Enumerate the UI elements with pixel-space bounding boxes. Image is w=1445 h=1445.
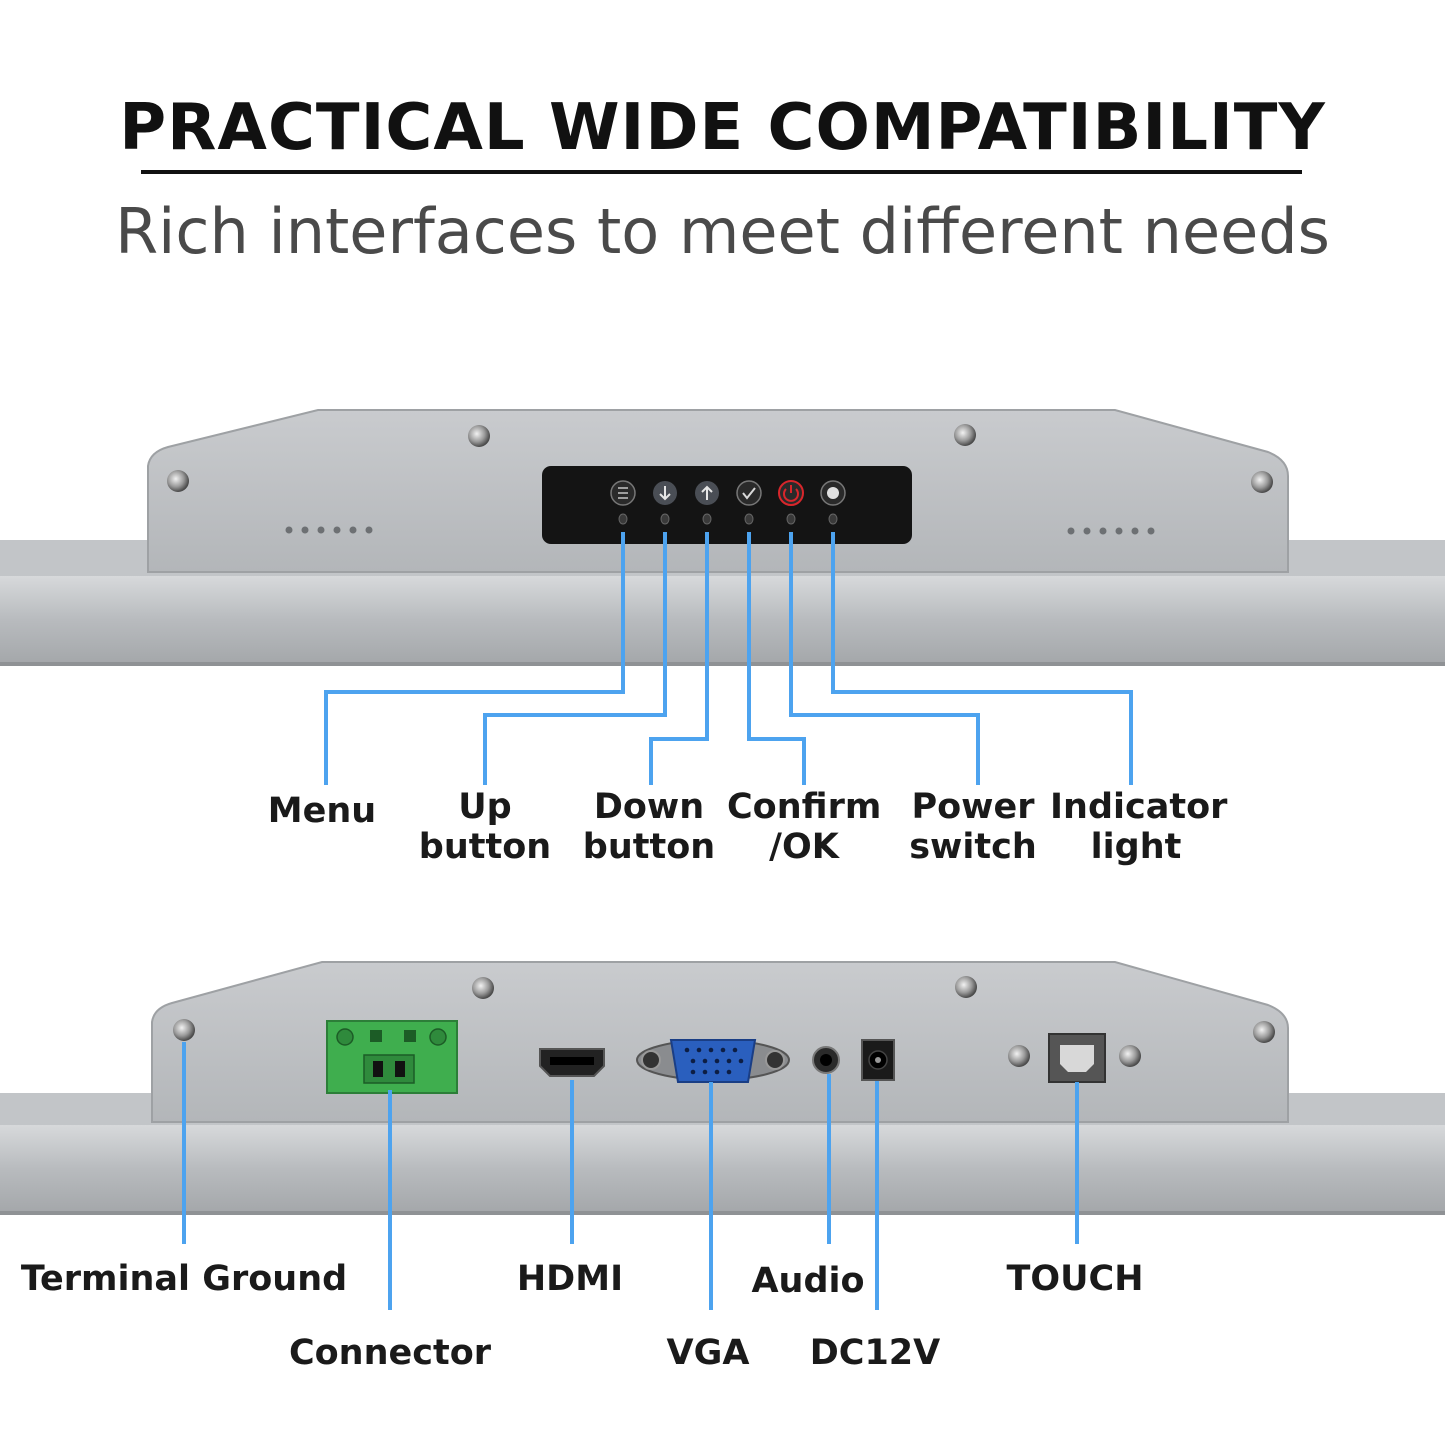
screw-icon bbox=[1253, 1021, 1275, 1043]
title-underline bbox=[141, 170, 1302, 174]
screw-icon bbox=[472, 977, 494, 999]
arrow-down-icon[interactable] bbox=[653, 481, 677, 505]
panel-leds bbox=[618, 513, 838, 525]
check-icon[interactable] bbox=[736, 480, 762, 506]
menu-icon[interactable] bbox=[610, 480, 636, 506]
label-up-button: Up button bbox=[418, 787, 552, 867]
label-hdmi: HDMI bbox=[516, 1259, 624, 1299]
ground-screw-icon bbox=[173, 1019, 195, 1041]
speaker-holes-right bbox=[1067, 527, 1155, 535]
label-dc12v: DC12V bbox=[809, 1333, 941, 1373]
label-power-switch: Power switch bbox=[909, 787, 1037, 867]
top-screws bbox=[167, 424, 1273, 493]
page-subtitle: Rich interfaces to meet different needs bbox=[115, 195, 1330, 268]
button-panel bbox=[542, 466, 912, 544]
screw-icon bbox=[468, 425, 490, 447]
screw-icon bbox=[1251, 471, 1273, 493]
bottom-monitor-edge bbox=[0, 961, 1445, 1215]
arrow-up-icon[interactable] bbox=[695, 481, 719, 505]
label-audio: Audio bbox=[751, 1261, 865, 1301]
screw-icon bbox=[954, 424, 976, 446]
bottom-callout-lines bbox=[182, 1042, 1079, 1310]
label-down-button: Down button bbox=[582, 787, 716, 867]
bottom-screws bbox=[472, 976, 1275, 1043]
audio-jack-icon bbox=[812, 1046, 840, 1074]
label-vga: VGA bbox=[666, 1333, 750, 1373]
power-icon[interactable] bbox=[778, 480, 804, 506]
vga-port-icon bbox=[636, 1039, 790, 1083]
dc-jack-icon bbox=[861, 1039, 895, 1081]
label-connector: Connector bbox=[288, 1333, 492, 1373]
speaker-holes-left bbox=[285, 526, 373, 534]
label-confirm-ok: Confirm /OK bbox=[727, 787, 882, 867]
terminal-block-icon bbox=[326, 1020, 458, 1094]
label-menu: Menu bbox=[267, 791, 377, 831]
label-touch: TOUCH bbox=[1006, 1259, 1144, 1299]
hdmi-port-icon bbox=[539, 1048, 605, 1077]
top-callout-lines bbox=[324, 532, 1133, 785]
indicator-dot-icon bbox=[820, 480, 846, 506]
label-indicator-light: Indicator light bbox=[1050, 787, 1228, 867]
screw-icon bbox=[167, 470, 189, 492]
screw-icon bbox=[955, 976, 977, 998]
page-title: PRACTICAL WIDE COMPATIBILITY bbox=[119, 91, 1326, 165]
label-terminal-ground: Terminal Ground bbox=[20, 1259, 348, 1299]
usb-b-port-icon bbox=[1008, 1033, 1141, 1083]
